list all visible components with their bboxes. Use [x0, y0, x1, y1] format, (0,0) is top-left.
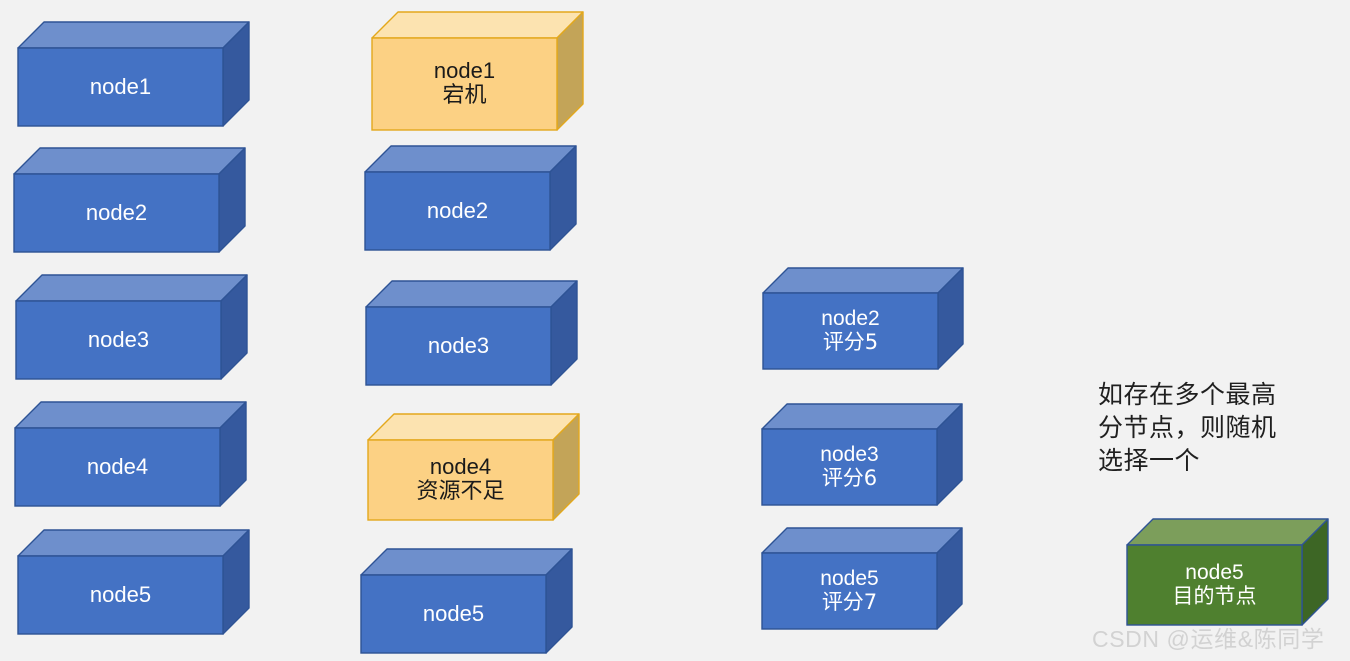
node-box-c1-node4: node4 [14, 401, 247, 507]
csdn-watermark: CSDN @运维&陈同学 [1092, 626, 1325, 652]
box-front-face [365, 306, 552, 386]
box-front-face [360, 574, 547, 654]
box-top-face [13, 147, 246, 175]
node-box-c2-node5: node5 [360, 548, 573, 654]
box-shape [367, 413, 580, 521]
box-top-face [17, 529, 250, 557]
box-front-face [761, 552, 938, 630]
box-top-face [371, 11, 584, 39]
node-box-c1-node5: node5 [17, 529, 250, 635]
box-front-face [17, 555, 224, 635]
box-shape [364, 145, 577, 251]
box-front-face [367, 439, 554, 521]
box-shape [761, 403, 963, 506]
box-top-face [1126, 518, 1329, 546]
box-top-face [761, 527, 963, 554]
box-front-face [762, 292, 939, 370]
box-shape [761, 527, 963, 630]
node-box-c2-node3: node3 [365, 280, 578, 386]
node-box-c1-node2: node2 [13, 147, 246, 253]
node-box-c2-node2: node2 [364, 145, 577, 251]
box-front-face [371, 37, 558, 131]
box-top-face [17, 21, 250, 49]
box-top-face [365, 280, 578, 308]
node-box-c1-node3: node3 [15, 274, 248, 380]
box-shape [1126, 518, 1329, 626]
tie-break-note: 如存在多个最高分节点，则随机选择一个 [1098, 378, 1277, 477]
box-top-face [367, 413, 580, 441]
box-front-face [17, 47, 224, 127]
box-shape [14, 401, 247, 507]
box-shape [365, 280, 578, 386]
box-shape [13, 147, 246, 253]
box-front-face [364, 171, 551, 251]
box-top-face [14, 401, 247, 429]
box-shape [371, 11, 584, 131]
box-top-face [761, 403, 963, 430]
box-front-face [13, 173, 220, 253]
box-top-face [364, 145, 577, 173]
box-front-face [15, 300, 222, 380]
box-front-face [761, 428, 938, 506]
box-shape [360, 548, 573, 654]
annotation-line: 选择一个 [1098, 446, 1201, 475]
box-top-face [762, 267, 964, 294]
box-shape [17, 529, 250, 635]
box-top-face [360, 548, 573, 576]
box-top-face [15, 274, 248, 302]
box-shape [17, 21, 250, 127]
annotation-line: 分节点，则随机 [1098, 413, 1277, 442]
annotation-line: 如存在多个最高 [1098, 380, 1277, 409]
box-front-face [1126, 544, 1303, 626]
box-shape [15, 274, 248, 380]
box-shape [762, 267, 964, 370]
node-box-c1-node1: node1 [17, 21, 250, 127]
box-front-face [14, 427, 221, 507]
